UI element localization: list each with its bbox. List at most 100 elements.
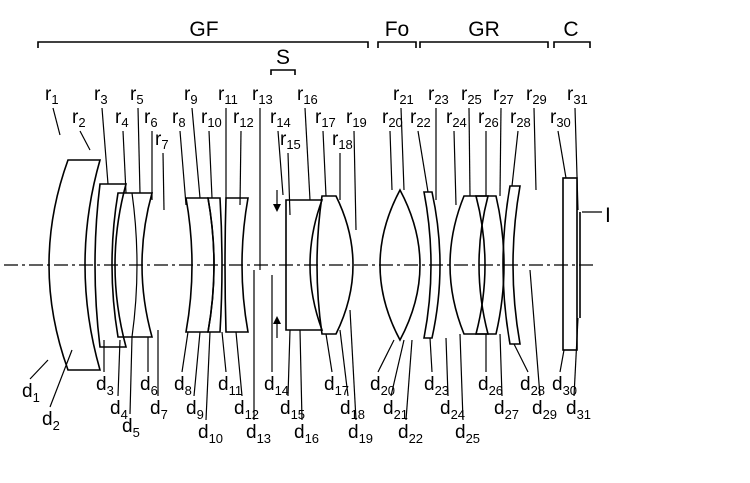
- d-leader-1: [29, 359, 49, 380]
- r-leader-19: [353, 130, 357, 231]
- d-label-6: d6: [140, 374, 158, 398]
- bracket-fo: [377, 41, 417, 48]
- r-label-26: r26: [478, 107, 499, 130]
- d-leader-31: [573, 317, 579, 397]
- d-label-7: d7: [150, 398, 168, 422]
- r-label-14: r14: [270, 107, 291, 130]
- d-label-24: d24: [440, 398, 465, 422]
- r-leader-7: [162, 152, 165, 211]
- d-leader-12: [235, 331, 243, 397]
- distance-labels: d1d2d3d4d5d6d7d8d9d10d11d12d13d14d15d16d…: [22, 374, 591, 446]
- r-leader-28: [511, 130, 519, 187]
- r-leader-9: [191, 107, 201, 199]
- d-leader-15: [287, 329, 291, 397]
- r-leader-2: [79, 130, 91, 151]
- d-label-11: d11: [218, 374, 242, 398]
- r-leader-20: [389, 130, 393, 191]
- d-label-17: d17: [324, 374, 349, 398]
- r-leader-25: [468, 107, 471, 197]
- d-label-15: d15: [280, 398, 305, 422]
- bracket-gr: [419, 41, 549, 48]
- d-leader-28: [513, 343, 529, 373]
- r-leader-12: [239, 130, 242, 206]
- lens-elements: [48, 159, 602, 371]
- d-label-30: d30: [552, 374, 577, 398]
- d-label-14: d14: [264, 374, 289, 398]
- r-leader-4: [122, 130, 127, 194]
- d-label-20: d20: [370, 374, 395, 398]
- r-label-15: r15: [280, 129, 301, 152]
- d-leader-22: [405, 339, 413, 421]
- bracket-gf: [37, 41, 369, 48]
- d-leader-30: [559, 349, 565, 373]
- r-label-28: r28: [510, 107, 531, 130]
- lens-fo: [379, 188, 421, 342]
- r-leader-21: [400, 107, 405, 191]
- r-label-1: r1: [45, 84, 59, 107]
- d-label-9: d9: [186, 398, 204, 422]
- r-label-20: r20: [382, 107, 403, 130]
- d-label-21: d21: [383, 398, 408, 422]
- lens-2: [94, 183, 128, 348]
- r-label-9: r9: [184, 84, 198, 107]
- r-leader-27: [499, 107, 502, 197]
- lens-gr-4: [502, 185, 521, 345]
- d-label-13: d13: [246, 422, 271, 446]
- cover-glass: [562, 177, 578, 351]
- d-leader-9: [193, 331, 201, 397]
- lens-gr-1: [423, 191, 441, 339]
- r-label-24: r24: [446, 107, 467, 130]
- r-leader-30: [557, 130, 567, 179]
- r-label-16: r16: [297, 84, 318, 107]
- d-label-18: d18: [340, 398, 365, 422]
- bracket-s: [270, 69, 296, 75]
- group-label-c: C: [563, 18, 578, 41]
- group-label-s: S: [276, 46, 290, 69]
- d-leader-25: [459, 333, 464, 421]
- r-leader-31: [574, 107, 579, 211]
- d-label-12: d12: [234, 398, 259, 422]
- d-leader-20: [377, 339, 395, 373]
- r-leader-17: [322, 130, 327, 197]
- d-leader-8: [181, 331, 189, 373]
- r-label-10: r10: [201, 107, 222, 130]
- group-brackets: [37, 41, 591, 75]
- d-label-10: d10: [198, 422, 223, 446]
- d-label-16: d16: [294, 422, 319, 446]
- d-label-31: d31: [566, 398, 591, 422]
- r-leader-24: [453, 130, 457, 206]
- r-label-22: r22: [410, 107, 431, 130]
- lens-8: [316, 195, 354, 335]
- r-leader-10: [208, 130, 213, 199]
- lens-1: [48, 159, 102, 371]
- r-label-23: r23: [428, 84, 449, 107]
- bracket-c: [553, 41, 591, 48]
- leader-lines: [29, 107, 579, 421]
- d-leader-24: [445, 337, 449, 397]
- r-leader-16: [304, 107, 311, 201]
- r-label-2: r2: [72, 107, 86, 130]
- r-label-17: r17: [315, 107, 336, 130]
- r-label-8: r8: [172, 107, 186, 130]
- d-label-4: d4: [110, 398, 128, 422]
- d-leader-10: [205, 331, 211, 421]
- image-plane-label: I: [605, 204, 611, 227]
- r-label-4: r4: [115, 107, 129, 130]
- d-leader-18: [339, 329, 349, 397]
- d-label-28: d28: [520, 374, 545, 398]
- d-label-22: d22: [398, 422, 423, 446]
- r-label-11: r11: [218, 84, 238, 107]
- r-label-29: r29: [526, 84, 547, 107]
- r-leader-29: [533, 107, 537, 191]
- d-leader-4: [117, 339, 121, 397]
- d-leader-16: [299, 329, 303, 421]
- lens-6: [224, 197, 249, 333]
- d-label-5: d5: [122, 416, 140, 440]
- r-leader-22: [417, 130, 429, 193]
- d-label-26: d26: [478, 374, 503, 398]
- r-leader-8: [179, 130, 187, 206]
- r-label-31: r31: [567, 84, 588, 107]
- r-label-25: r25: [461, 84, 482, 107]
- d-leader-17: [325, 333, 333, 373]
- r-leader-14: [277, 130, 284, 196]
